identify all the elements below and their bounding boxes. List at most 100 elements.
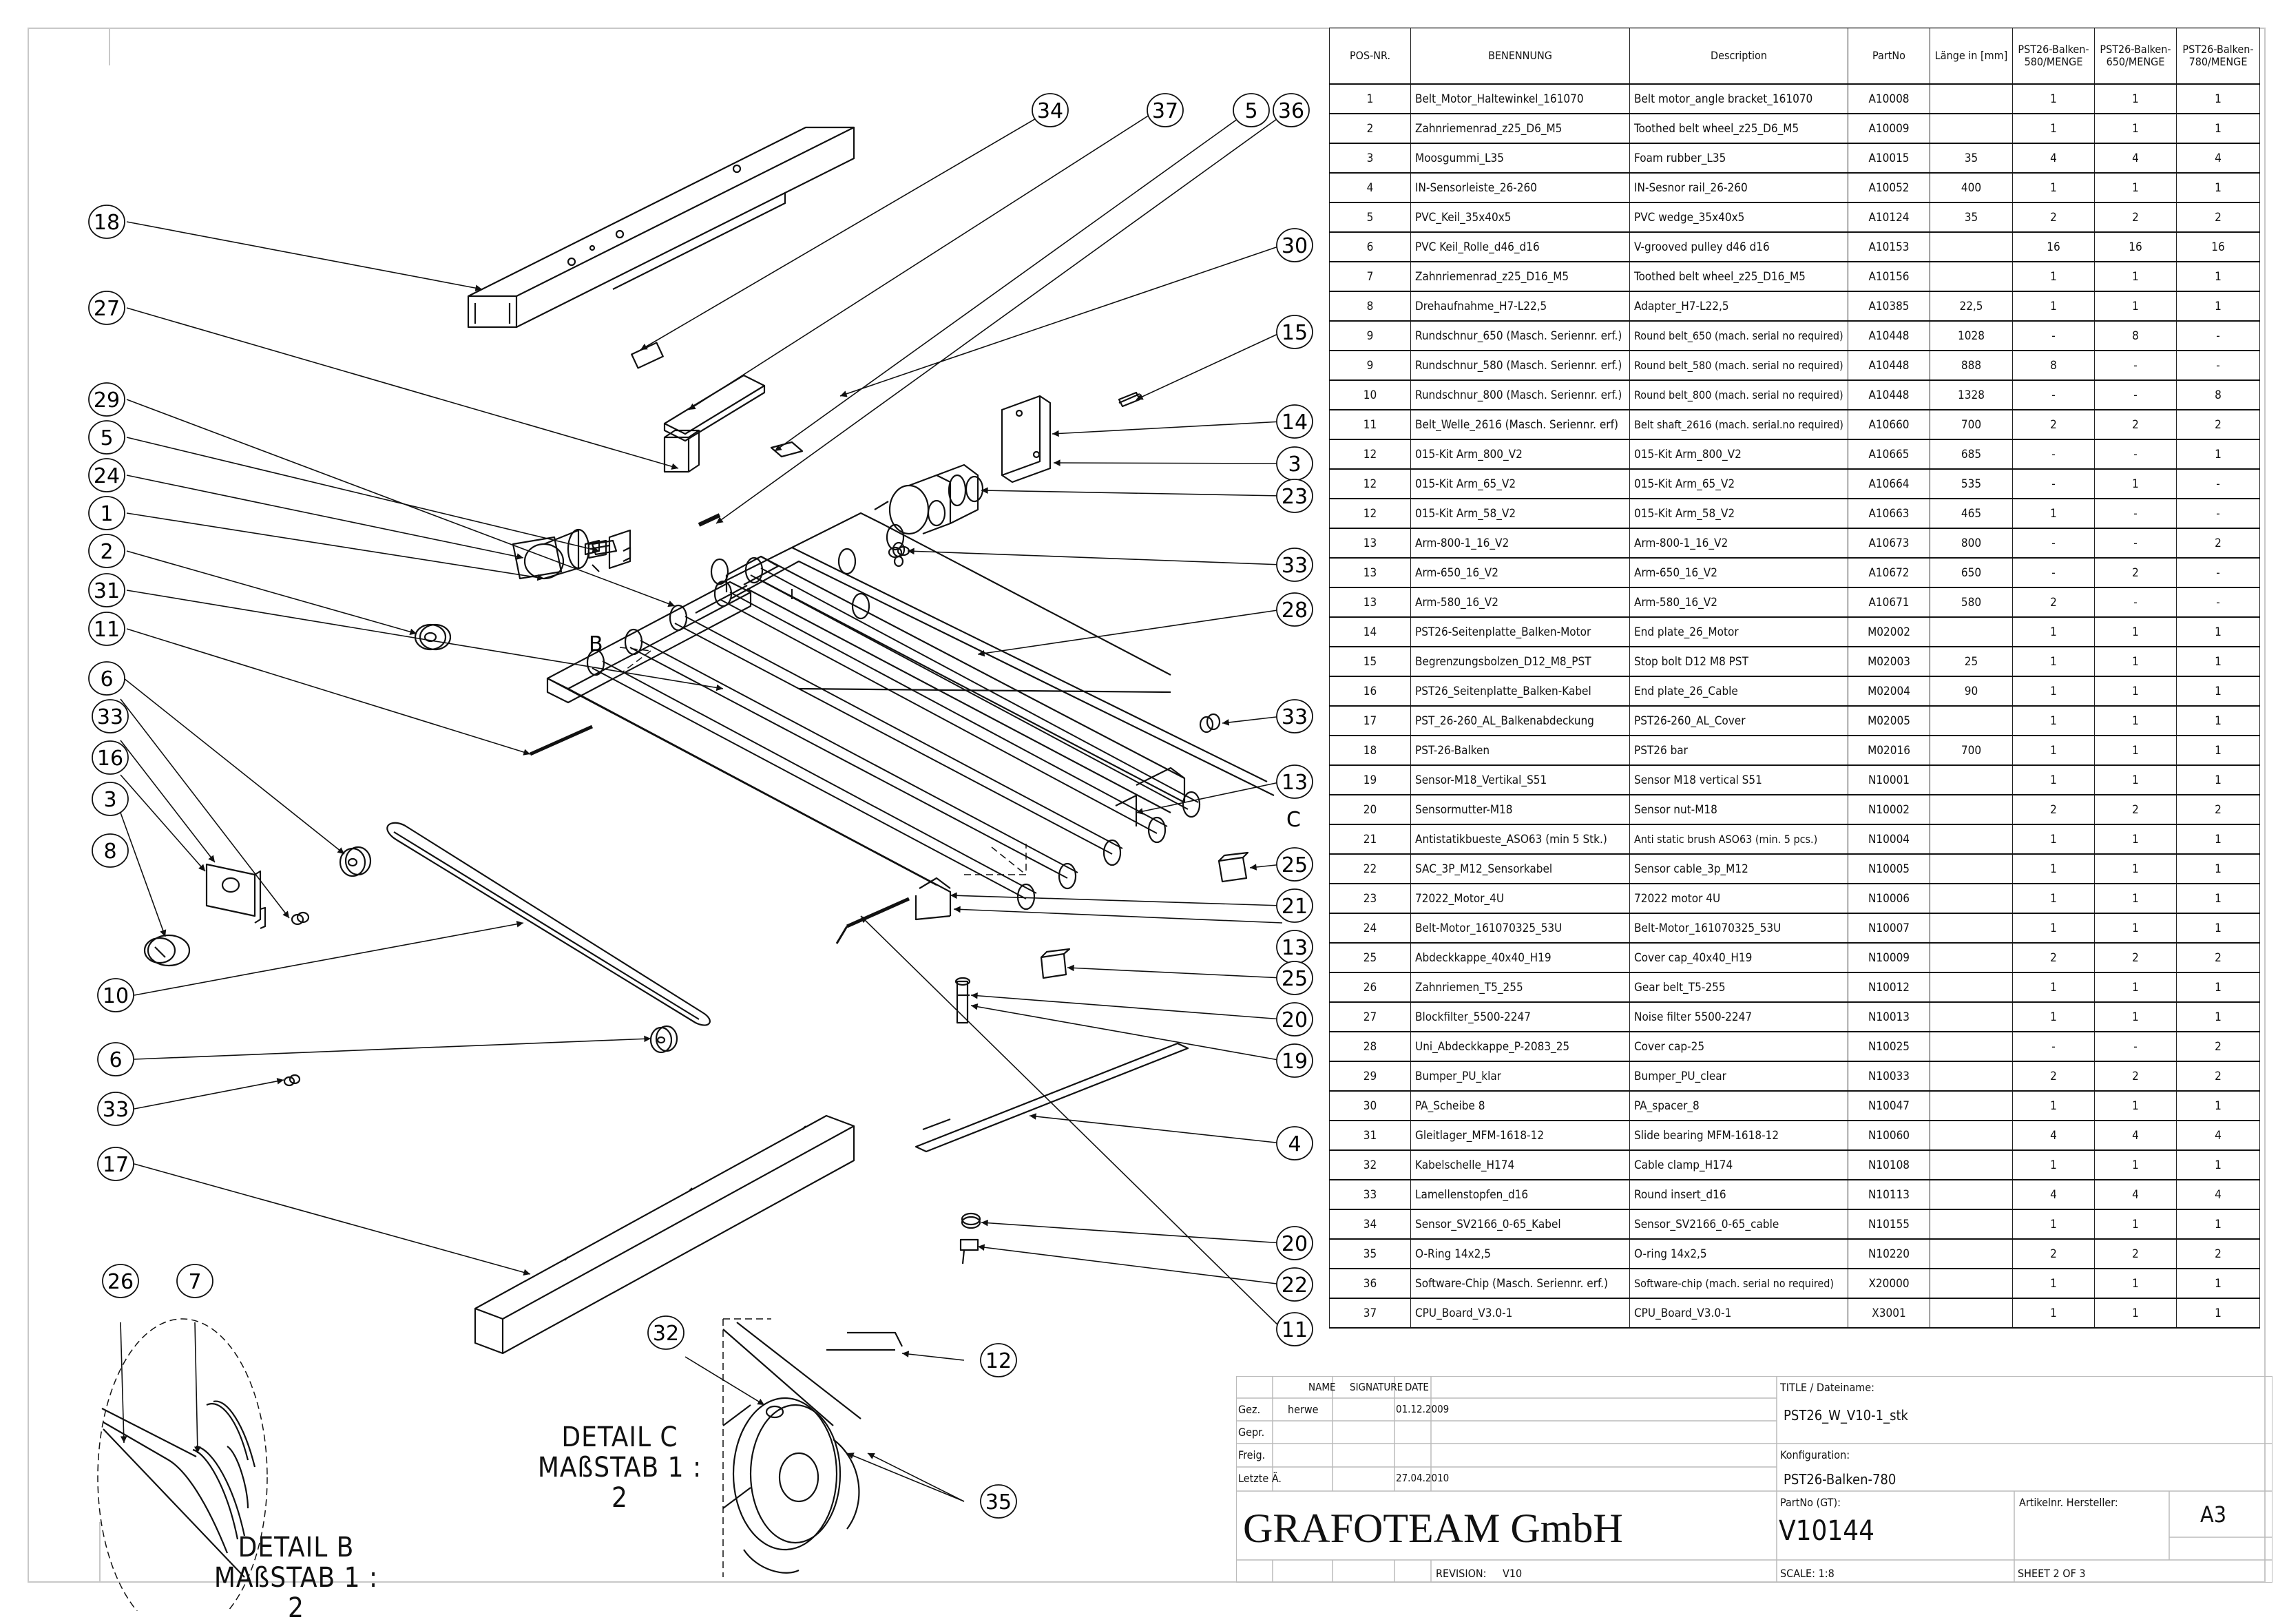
bom-description: Round belt_580 (mach. serial no required… bbox=[1629, 350, 1848, 381]
part-roller-frame bbox=[546, 475, 1275, 921]
bom-description: Round insert_d16 bbox=[1629, 1179, 1848, 1210]
bom-qty-780: 1 bbox=[2176, 291, 2260, 322]
bom-benennung: Zahnriemenrad_z25_D6_M5 bbox=[1410, 113, 1630, 144]
bom-qty-650: 1 bbox=[2094, 113, 2177, 144]
detail-marker-c: C bbox=[1286, 808, 1301, 832]
bom-qty-780: - bbox=[2176, 350, 2260, 381]
bom-qty-650: 2 bbox=[2094, 202, 2177, 233]
balloon-item-15: 15 bbox=[1276, 315, 1313, 349]
balloon-number: 25 bbox=[1282, 853, 1308, 877]
partno-label: PartNo (GT): bbox=[1780, 1496, 1841, 1509]
balloon-number: 30 bbox=[1282, 234, 1308, 258]
detail-c-title: DETAIL C bbox=[561, 1422, 678, 1453]
bom-length: 22,5 bbox=[1930, 291, 2013, 322]
bom-pos: 22 bbox=[1329, 853, 1411, 884]
balloon-number: 3 bbox=[1288, 452, 1301, 477]
bom-description: Belt shaft_2616 (mach. serial.no require… bbox=[1629, 409, 1848, 440]
bom-qty-580: 2 bbox=[2012, 1061, 2095, 1092]
bom-benennung: PST_26-260_AL_Balkenabdeckung bbox=[1410, 705, 1630, 736]
bom-qty-780: 2 bbox=[2176, 202, 2260, 233]
bom-description: IN-Sesnor rail_26-260 bbox=[1629, 172, 1848, 203]
bom-length: 700 bbox=[1930, 735, 2013, 766]
balloon-number: 7 bbox=[188, 1270, 201, 1294]
balloon-number: 33 bbox=[1282, 705, 1308, 729]
part-filter-27 bbox=[663, 429, 700, 473]
balloon-number: 32 bbox=[653, 1322, 679, 1346]
bom-description: 015-Kit Arm_800_V2 bbox=[1629, 439, 1848, 470]
frame-zone-tick bbox=[99, 1522, 101, 1583]
bom-qty-780: 1 bbox=[2176, 83, 2260, 114]
bom-benennung: 015-Kit Arm_800_V2 bbox=[1410, 439, 1630, 470]
part-sensor-rail-4 bbox=[915, 1042, 1189, 1153]
bom-pos: 4 bbox=[1329, 172, 1411, 203]
bom-description: Toothed belt wheel_z25_D16_M5 bbox=[1629, 261, 1848, 292]
balloon-number: 37 bbox=[1152, 99, 1178, 123]
balloon-number: 19 bbox=[1282, 1050, 1308, 1074]
bom-benennung: 015-Kit Arm_65_V2 bbox=[1410, 468, 1630, 499]
balloon-number: 14 bbox=[1282, 410, 1308, 435]
bom-pos: 11 bbox=[1329, 409, 1411, 440]
bom-description: 72022 motor 4U bbox=[1629, 883, 1848, 914]
bom-pos: 7 bbox=[1329, 261, 1411, 292]
bom-benennung: Belt-Motor_161070325_53U bbox=[1410, 913, 1630, 944]
bom-qty-580: 1 bbox=[2012, 261, 2095, 292]
bom-description: Software-chip (mach. serial no required) bbox=[1629, 1268, 1848, 1299]
bom-pos: 3 bbox=[1329, 143, 1411, 174]
last-change-date: 27.04.2010 bbox=[1396, 1472, 1450, 1484]
bom-benennung: Zahnriemenrad_z25_D16_M5 bbox=[1410, 261, 1630, 292]
balloon-number: 5 bbox=[1244, 99, 1257, 123]
bom-partno: N10025 bbox=[1848, 1031, 1930, 1062]
balloon-number: 4 bbox=[1288, 1132, 1301, 1156]
bom-description: End plate_26_Motor bbox=[1629, 616, 1848, 647]
part-sensor-19 bbox=[954, 977, 971, 1024]
bom-qty-580: 1 bbox=[2012, 1268, 2095, 1299]
scale-value: SCALE: 1:8 bbox=[1780, 1567, 1835, 1580]
detail-c-label: DETAIL C MAßSTAB 1 : 2 bbox=[530, 1422, 709, 1513]
bom-description: 015-Kit Arm_65_V2 bbox=[1629, 468, 1848, 499]
bom-pos: 8 bbox=[1329, 291, 1411, 322]
paper-size: A3 bbox=[2200, 1501, 2226, 1528]
bom-partno: N10113 bbox=[1848, 1179, 1930, 1210]
bom-qty-650: - bbox=[2094, 498, 2177, 529]
bom-pos: 12 bbox=[1329, 498, 1411, 529]
balloon-item-33: 33 bbox=[1276, 699, 1313, 733]
bom-qty-780: 1 bbox=[2176, 113, 2260, 144]
bom-partno: N10013 bbox=[1848, 1001, 1930, 1032]
balloon-number: 3 bbox=[103, 788, 116, 812]
part-cover-cap-25 bbox=[1040, 948, 1071, 979]
bom-qty-650: 1 bbox=[2094, 1149, 2177, 1180]
balloon-item-2: 2 bbox=[88, 534, 125, 568]
bom-qty-650: 1 bbox=[2094, 1001, 2177, 1032]
bom-partno: A10664 bbox=[1848, 468, 1930, 499]
bom-partno: N10005 bbox=[1848, 853, 1930, 884]
bom-benennung: Rundschnur_650 (Masch. Seriennr. erf.) bbox=[1410, 320, 1630, 351]
balloon-number: 13 bbox=[1282, 936, 1308, 960]
bom-pos: 21 bbox=[1329, 824, 1411, 855]
bom-qty-780: 2 bbox=[2176, 528, 2260, 559]
bom-partno: A10052 bbox=[1848, 172, 1930, 203]
balloon-number: 11 bbox=[1282, 1318, 1308, 1342]
detail-b-title: DETAIL B bbox=[238, 1532, 355, 1563]
part-belt-motor-24 bbox=[512, 528, 631, 580]
bom-pos: 9 bbox=[1329, 320, 1411, 351]
header-partno: PartNo bbox=[1848, 28, 1930, 85]
bom-pos: 14 bbox=[1329, 616, 1411, 647]
bom-pos: 12 bbox=[1329, 439, 1411, 470]
bom-qty-580: 4 bbox=[2012, 1120, 2095, 1151]
partno-value: V10144 bbox=[1779, 1515, 1875, 1547]
bom-partno: N10009 bbox=[1848, 942, 1930, 973]
